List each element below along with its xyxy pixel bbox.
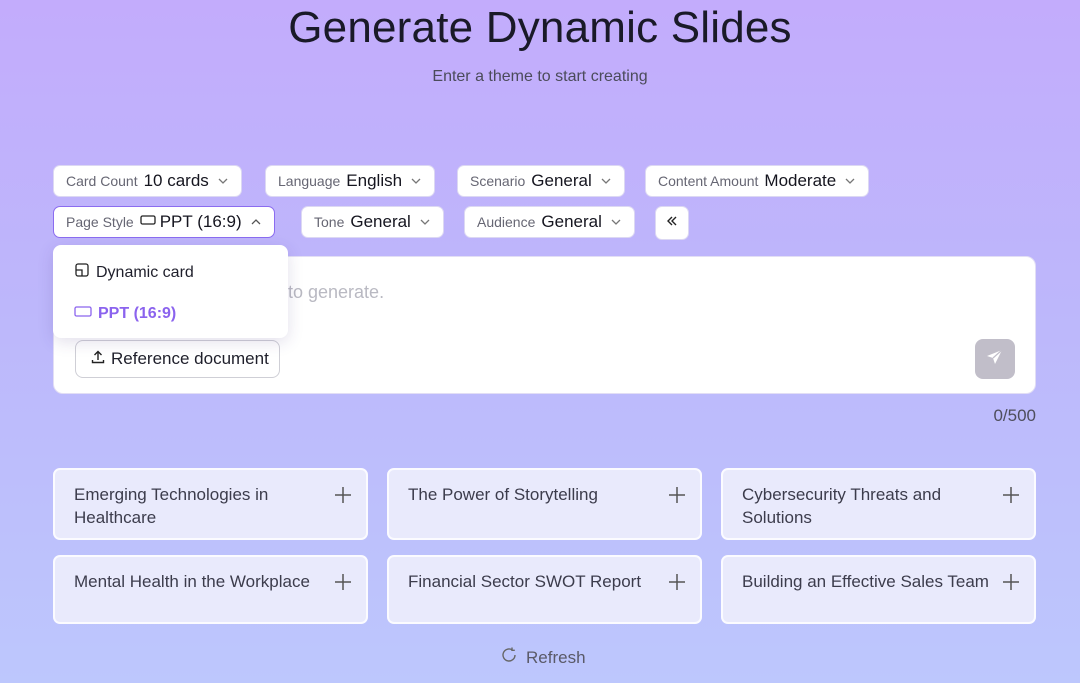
dropdown-item-ppt[interactable]: PPT (16:9): [74, 304, 176, 323]
reference-document-button[interactable]: Reference document: [75, 340, 280, 378]
rectangle-icon: [74, 304, 98, 323]
suggestion-text: Financial Sector SWOT Report: [408, 572, 642, 591]
upload-icon: [90, 349, 111, 370]
audience-select[interactable]: Audience General: [464, 206, 635, 238]
language-select[interactable]: Language English: [265, 165, 436, 197]
suggestion-text: Mental Health in the Workplace: [74, 572, 310, 591]
suggestion-card[interactable]: Financial Sector SWOT Report: [387, 555, 702, 624]
language-value: English: [346, 171, 403, 190]
chevron-down-icon: [410, 175, 422, 187]
audience-label: Audience: [477, 214, 536, 230]
suggestion-card[interactable]: Emerging Technologies in Healthcare: [53, 468, 368, 540]
character-counter: 0/500: [993, 406, 1036, 425]
scenario-value: General: [531, 171, 592, 190]
collapse-options-button[interactable]: [655, 206, 689, 240]
chevron-up-icon: [250, 216, 262, 228]
scenario-select[interactable]: Scenario General: [457, 165, 625, 197]
plus-icon: [1002, 486, 1020, 509]
page-style-dropdown: Dynamic card PPT (16:9): [53, 245, 288, 338]
tone-label: Tone: [314, 214, 345, 230]
content-amount-select[interactable]: Content Amount Moderate: [645, 165, 870, 197]
chevron-down-icon: [419, 216, 431, 228]
card-count-label: Card Count: [66, 173, 138, 189]
send-icon: [985, 347, 1005, 372]
page-style-select[interactable]: Page Style PPT (16:9): [53, 206, 275, 238]
plus-icon: [668, 486, 686, 509]
chevrons-left-icon: [665, 214, 679, 233]
page-style-value: PPT (16:9): [159, 212, 242, 231]
suggestion-card[interactable]: The Power of Storytelling: [387, 468, 702, 540]
chevron-down-icon: [600, 175, 612, 187]
suggestion-text: Building an Effective Sales Team: [742, 572, 989, 591]
language-label: Language: [278, 173, 341, 189]
prompt-placeholder: to generate.: [288, 282, 385, 302]
plus-icon: [1002, 573, 1020, 596]
suggestion-text: Cybersecurity Threats and Solutions: [742, 485, 942, 527]
tone-select[interactable]: Tone General: [301, 206, 444, 238]
chevron-down-icon: [844, 175, 856, 187]
send-button[interactable]: [975, 339, 1015, 379]
dynamic-card-label: Dynamic card: [96, 263, 194, 281]
content-amount-label: Content Amount: [658, 173, 759, 189]
ppt-label: PPT (16:9): [98, 304, 177, 322]
rectangle-icon: [140, 213, 156, 231]
dropdown-item-dynamic-card[interactable]: Dynamic card: [74, 262, 194, 283]
suggestion-card[interactable]: Cybersecurity Threats and Solutions: [721, 468, 1036, 540]
refresh-icon: [500, 646, 526, 669]
suggestion-card[interactable]: Building an Effective Sales Team: [721, 555, 1036, 624]
page-subtitle: Enter a theme to start creating: [432, 68, 648, 85]
plus-icon: [668, 573, 686, 596]
chevron-down-icon: [610, 216, 622, 228]
plus-icon: [334, 486, 352, 509]
content-amount-value: Moderate: [764, 171, 837, 190]
chevron-down-icon: [217, 175, 229, 187]
refresh-button[interactable]: Refresh: [500, 646, 586, 669]
scenario-label: Scenario: [470, 173, 526, 189]
refresh-label: Refresh: [526, 647, 586, 667]
card-count-select[interactable]: Card Count 10 cards: [53, 165, 242, 197]
reference-document-label: Reference document: [111, 349, 269, 368]
suggestion-text: The Power of Storytelling: [408, 485, 598, 504]
card-count-value: 10 cards: [143, 171, 209, 190]
page-title: Generate Dynamic Slides: [288, 3, 792, 52]
suggestion-card[interactable]: Mental Health in the Workplace: [53, 555, 368, 624]
audience-value: General: [541, 212, 602, 231]
page-style-label: Page Style: [66, 214, 134, 230]
plus-icon: [334, 573, 352, 596]
dynamic-card-icon: [74, 262, 96, 283]
tone-value: General: [350, 212, 411, 231]
suggestion-text: Emerging Technologies in Healthcare: [74, 485, 269, 527]
